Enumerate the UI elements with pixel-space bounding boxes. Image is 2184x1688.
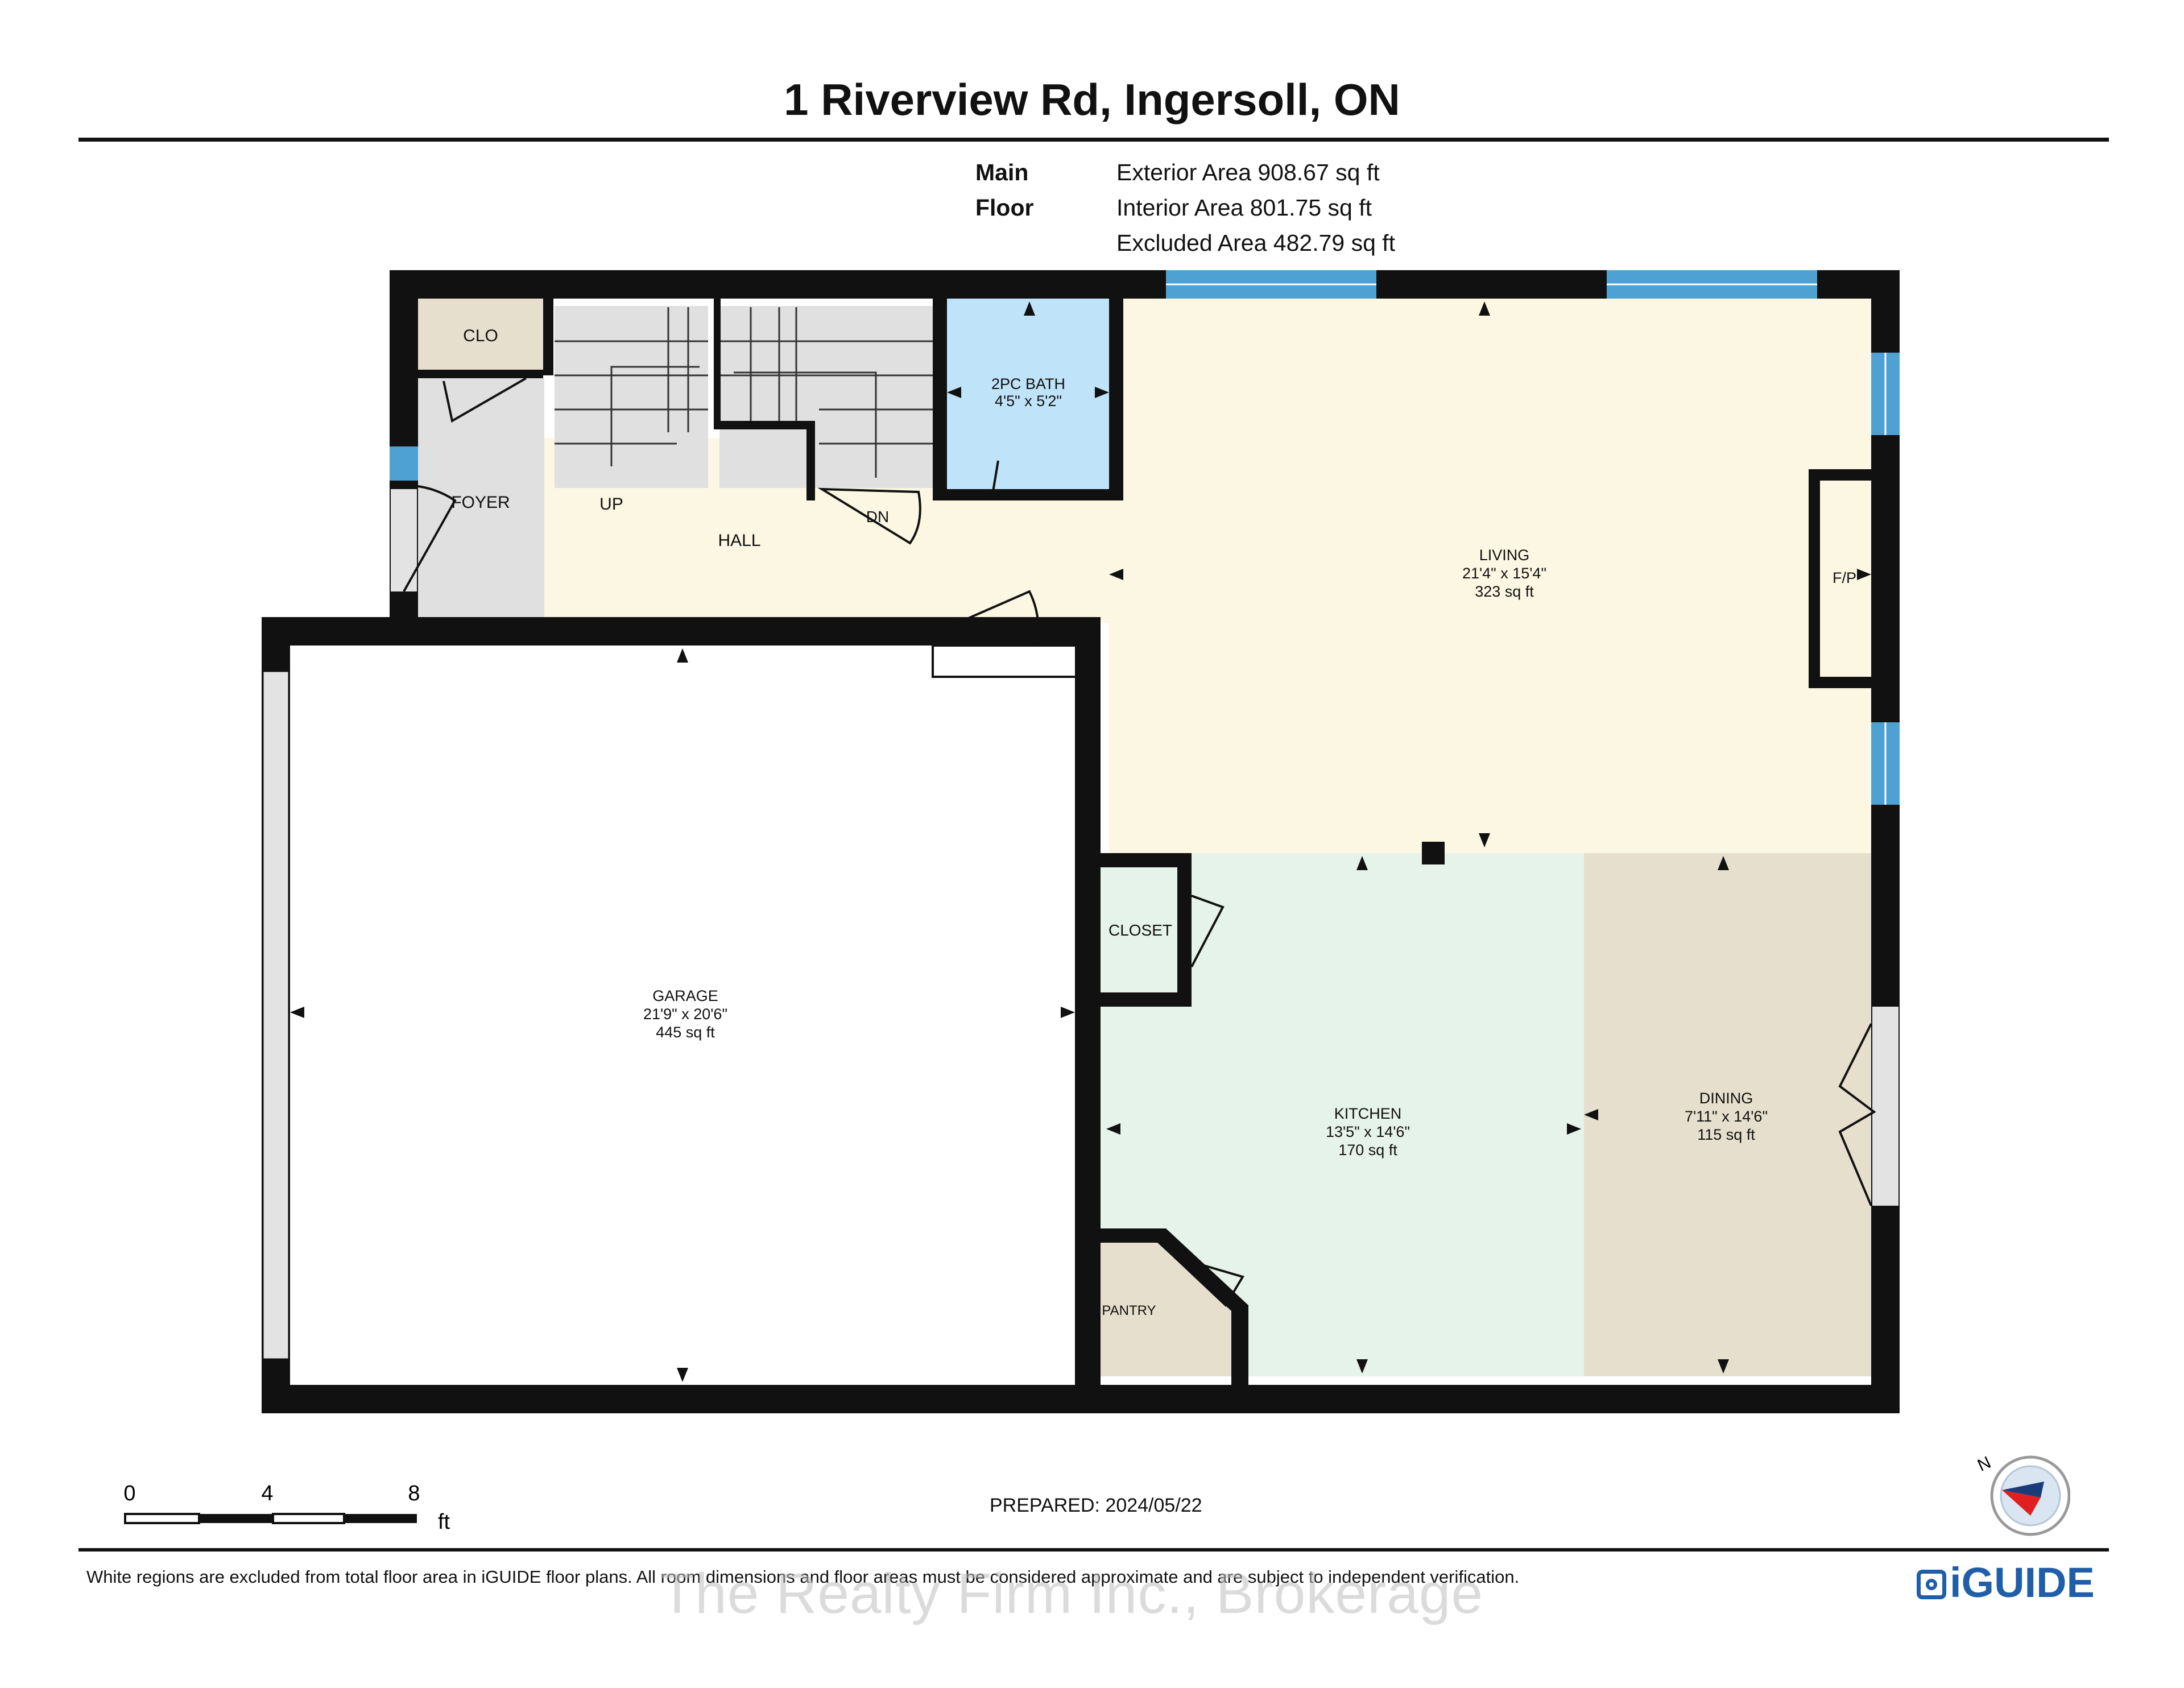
disclaimer-text: White regions are excluded from total fl… [86, 1567, 1520, 1587]
dn-label: DN [866, 508, 889, 526]
living-floor [1109, 299, 1871, 853]
garage-floor [290, 646, 1075, 1385]
svg-text:N: N [1975, 1453, 1994, 1475]
page-title: 1 Riverview Rd, Ingersoll, ON [784, 75, 1400, 125]
scale-tick-8: 8 [408, 1482, 420, 1505]
garage-door-opening [262, 670, 290, 1360]
up-label: UP [599, 495, 623, 514]
pantry-floor [1101, 1243, 1231, 1376]
scale-bar: 0 4 8 ft [123, 1482, 450, 1534]
dining-name: DINING [1699, 1090, 1753, 1107]
living-area: 323 sq ft [1475, 583, 1534, 600]
dining-area: 115 sq ft [1697, 1126, 1755, 1143]
scale-tick-4: 4 [261, 1482, 273, 1505]
scale-unit: ft [438, 1510, 450, 1534]
exterior-area: Exterior Area 908.67 sq ft [1116, 159, 1380, 185]
hall-label: HALL [718, 531, 760, 550]
fp-label: F/P [1833, 569, 1856, 586]
kitchen-name: KITCHEN [1334, 1105, 1402, 1122]
dining-floor [1584, 853, 1871, 1376]
door-swings [403, 377, 1876, 1308]
interior-area: Interior Area 801.75 sq ft [1116, 195, 1372, 221]
floor-label: Main Floor [975, 159, 1034, 221]
dining-door-opening [1872, 1007, 1898, 1206]
clo-floor [418, 299, 543, 375]
kitchen-dims: 13'5" x 14'6" [1326, 1123, 1410, 1140]
prepared-date: PREPARED: 2024/05/22 [990, 1495, 1202, 1516]
iguide-logo-text: iGUIDE [1950, 1559, 2095, 1606]
closet-label: CLOSET [1108, 921, 1172, 939]
scale-tick-0: 0 [123, 1482, 135, 1505]
foyer-floor [418, 378, 544, 623]
stair-lines [555, 307, 933, 478]
bath-name: 2PC BATH [991, 375, 1065, 392]
header-divider [78, 138, 2109, 142]
living-dims: 21'4" x 15'4" [1462, 565, 1546, 582]
scale-segment-1 [124, 1513, 200, 1524]
excluded-area: Excluded Area 482.79 sq ft [1116, 230, 1396, 256]
brokerage-watermark: The Realty Firm Inc., Brokerage [660, 1562, 1484, 1625]
scale-segment-4 [344, 1514, 417, 1523]
iguide-logo: iGUIDE [1917, 1558, 2095, 1607]
iguide-logo-icon [1917, 1570, 1946, 1599]
kitchen-area: 170 sq ft [1338, 1141, 1397, 1159]
stairs-dn-floor [719, 306, 933, 488]
window-panes [1166, 283, 1887, 805]
foyer-label: FOYER [451, 493, 510, 512]
area-values: Exterior Area 908.67 sq ft Interior Area… [1116, 155, 1395, 260]
bath-dims: 4'5" x 5'2" [995, 392, 1062, 409]
garage-area: 445 sq ft [656, 1024, 715, 1041]
bath-floor [947, 299, 1109, 492]
compass-icon: N [1975, 1453, 2070, 1536]
dining-dims: 7'11" x 14'6" [1685, 1108, 1768, 1125]
footer-divider [78, 1548, 2109, 1552]
garage-dims: 21'9" x 20'6" [643, 1006, 727, 1023]
living-name: LIVING [1479, 547, 1530, 564]
scale-segment-3 [272, 1513, 345, 1524]
scale-segment-2 [199, 1514, 273, 1523]
dimension-arrows [290, 301, 1871, 1382]
pantry-label: PANTRY [1102, 1303, 1156, 1318]
clo-label: CLO [463, 326, 498, 345]
garage-name: GARAGE [652, 987, 718, 1004]
stairs-up-floor [555, 306, 708, 488]
